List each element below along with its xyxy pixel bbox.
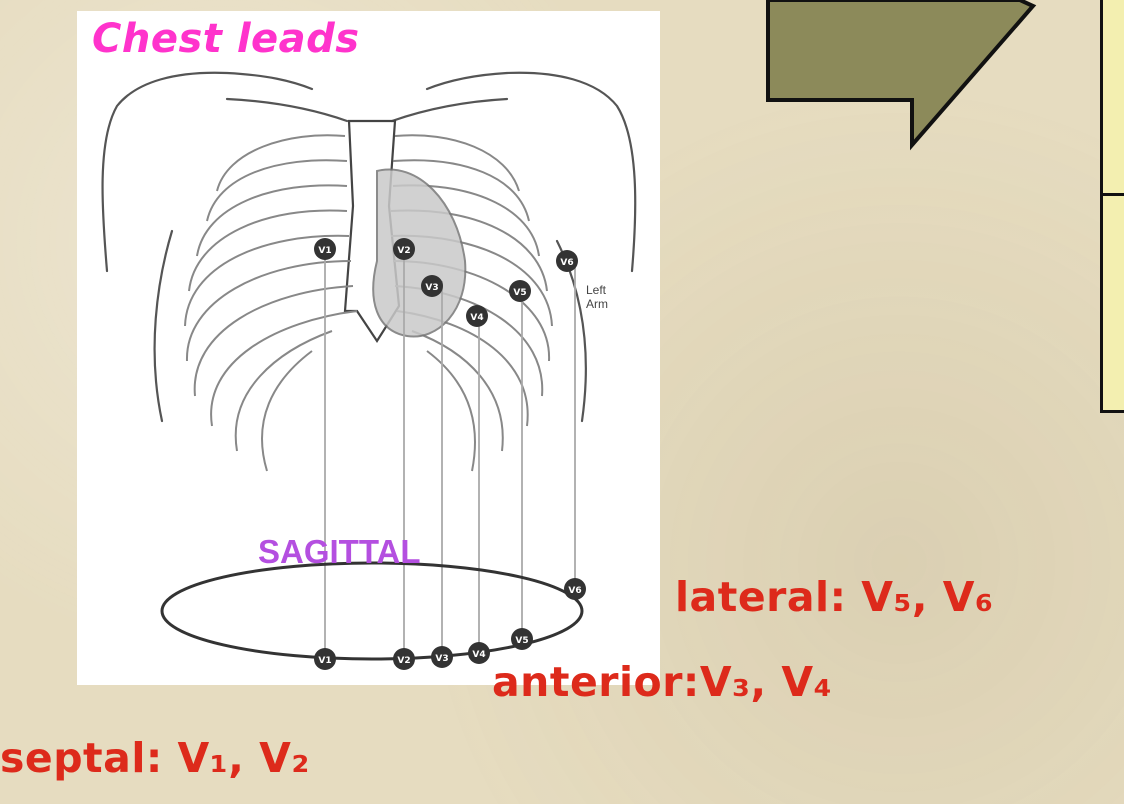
electrode-v4-chest-label: V4 [470,313,483,323]
right-arrow-icon [768,0,1033,145]
left-arm-label: Left Arm [586,283,626,311]
electrode-v2-ellipse-label: V2 [397,656,410,666]
sagittal-label: SAGITTAL [258,533,421,571]
right-clavicle [392,99,507,121]
electrode-v5-ellipse-label: V5 [515,636,528,646]
ellipse-electrodes: V1 V2 V3 V4 V5 V6 [314,578,586,670]
left-arm [155,231,172,421]
electrode-v3-ellipse-label: V3 [435,654,448,664]
electrode-v1-chest-label: V1 [318,246,331,256]
electrode-v6-ellipse-label: V6 [568,586,581,596]
ribs-left [185,135,357,471]
electrode-v1-ellipse-label: V1 [318,656,331,666]
right-edge-box [1100,0,1124,413]
lateral-region-label: lateral: V₅, V₆ [675,573,993,621]
chest-diagram: V1 V2 V3 V4 V5 V6 V1 V2 V3 [77,11,660,685]
left-clavicle [227,99,347,121]
electrode-v3-chest-label: V3 [425,283,438,293]
electrode-v5-chest-label: V5 [513,288,526,298]
figure-title: Chest leads [92,16,360,62]
septal-region-label: septal: V₁, V₂ [0,734,310,782]
right-edge-box-divider [1100,193,1124,196]
electrode-v4-ellipse-label: V4 [472,650,485,660]
anterior-region-label: anterior:V₃, V₄ [492,658,832,706]
chest-leads-figure: V1 V2 V3 V4 V5 V6 V1 V2 V3 [77,11,660,685]
heart-shape [373,169,465,336]
electrode-v6-chest-label: V6 [560,258,573,268]
electrode-v2-chest-label: V2 [397,246,410,256]
